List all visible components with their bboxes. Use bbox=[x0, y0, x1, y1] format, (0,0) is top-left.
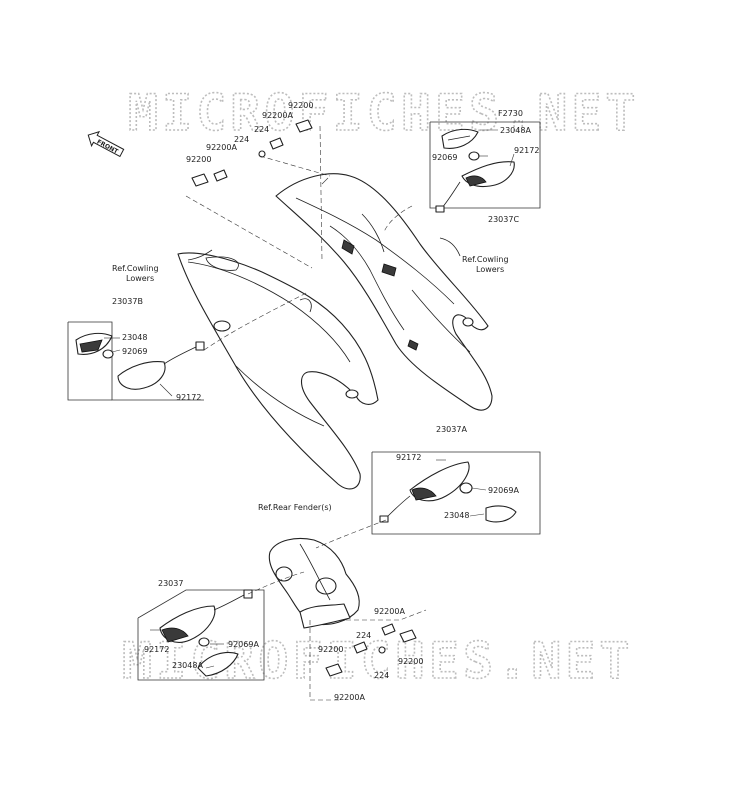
part-label-23037: 23037 bbox=[158, 579, 183, 588]
box-23037C bbox=[429, 121, 541, 213]
rear-fender-bracket bbox=[268, 537, 360, 629]
ref-cowling-lowers-left-line2: Lowers bbox=[126, 274, 154, 283]
part-label-92200-top-right: 92200 bbox=[288, 101, 313, 110]
leader-lines bbox=[104, 125, 515, 701]
part-label-92172-a: 92172 bbox=[396, 453, 421, 462]
ref-rear-fender: Ref.Rear Fender(s) bbox=[258, 503, 332, 512]
part-label-23037A: 23037A bbox=[436, 425, 467, 434]
part-label-23048-a: 23048 bbox=[444, 511, 469, 520]
part-label-23037B: 23037B bbox=[112, 297, 143, 306]
part-label-92069-b: 92069 bbox=[122, 347, 147, 356]
top-fasteners bbox=[191, 119, 313, 187]
part-label-92069A-a: 92069A bbox=[488, 486, 519, 495]
watermark-top: MICROFICHES.NET bbox=[128, 84, 640, 142]
group-number: F2730 bbox=[498, 109, 523, 118]
part-label-224-top-b: 224 bbox=[254, 125, 269, 134]
bottom-fasteners bbox=[325, 623, 417, 677]
part-label-92172-d: 92172 bbox=[144, 645, 169, 654]
part-label-92172-c: 92172 bbox=[514, 146, 539, 155]
part-label-23048A-c: 23048A bbox=[500, 126, 531, 135]
ref-cowling-lowers-right-line1: Ref.Cowling bbox=[462, 255, 509, 264]
ref-cowling-lowers-right-line2: Lowers bbox=[476, 265, 504, 274]
part-label-224-bottom-b: 224 bbox=[374, 671, 389, 680]
right-side-cover bbox=[275, 173, 493, 411]
left-side-cover bbox=[177, 252, 379, 490]
part-label-224-top-a: 224 bbox=[234, 135, 249, 144]
part-label-92200A-bottom-right: 92200A bbox=[374, 607, 405, 616]
box-23037B bbox=[67, 321, 205, 401]
front-arrow-icon: FRONT bbox=[87, 130, 125, 158]
part-label-23048-b: 23048 bbox=[122, 333, 147, 342]
box-23037A bbox=[371, 451, 541, 535]
part-label-92200-top-left: 92200 bbox=[186, 155, 211, 164]
part-label-92069A-d: 92069A bbox=[228, 640, 259, 649]
part-label-92069-c: 92069 bbox=[432, 153, 457, 162]
part-label-92200-bottom-left: 92200 bbox=[318, 645, 343, 654]
part-label-92172-b: 92172 bbox=[176, 393, 201, 402]
part-label-92200-bottom-right: 92200 bbox=[398, 657, 423, 666]
ref-cowling-lowers-left-line1: Ref.Cowling bbox=[112, 264, 159, 273]
part-label-92200A-top-right: 92200A bbox=[262, 111, 293, 120]
part-label-92200A-top-left: 92200A bbox=[206, 143, 237, 152]
part-label-23048A-d: 23048A bbox=[172, 661, 203, 670]
part-label-23037C: 23037C bbox=[488, 215, 519, 224]
part-label-224-bottom-a: 224 bbox=[356, 631, 371, 640]
part-label-92200A-bottom-left: 92200A bbox=[334, 693, 365, 702]
